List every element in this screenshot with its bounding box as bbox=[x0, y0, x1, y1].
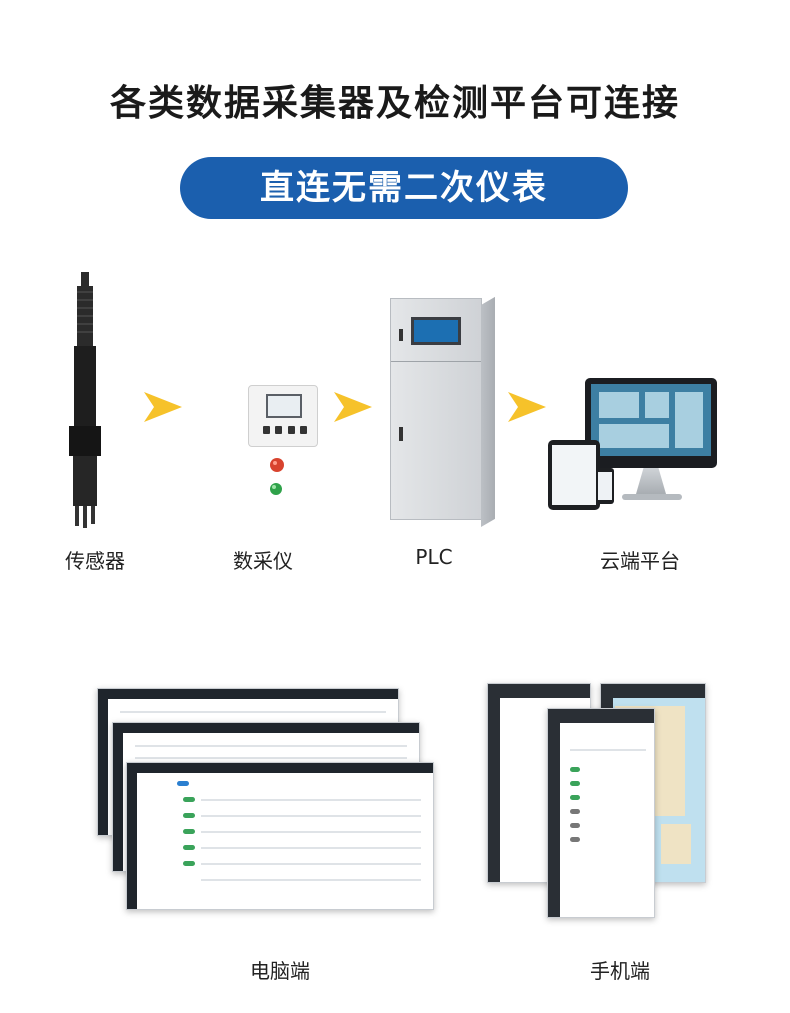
flow-label-cloud: 云端平台 bbox=[600, 549, 680, 573]
flow-arrow-icon bbox=[334, 392, 372, 422]
sensor-probe-image bbox=[69, 272, 101, 528]
red-indicator-light-icon bbox=[270, 458, 284, 472]
flow-label-sensor: 传感器 bbox=[65, 549, 125, 573]
plc-cabinet-image bbox=[390, 296, 495, 527]
cloud-monitor-image bbox=[585, 378, 717, 468]
data-collector-device bbox=[248, 385, 318, 447]
client-label-mobile: 手机端 bbox=[590, 959, 650, 983]
monitor-base bbox=[622, 494, 682, 500]
flow-label-plc: PLC bbox=[415, 545, 453, 569]
page-headline: 各类数据采集器及检测平台可连接 bbox=[109, 83, 680, 124]
client-label-pc: 电脑端 bbox=[250, 959, 310, 983]
banner-pill: 直连无需二次仪表 bbox=[180, 157, 628, 219]
phone-image bbox=[596, 468, 614, 504]
flow-arrow-icon bbox=[508, 392, 546, 422]
pc-screenshot-front bbox=[126, 762, 434, 910]
flow-label-collector: 数采仪 bbox=[233, 549, 293, 573]
flow-arrow-icon bbox=[144, 392, 182, 422]
green-indicator-light-icon bbox=[270, 483, 282, 495]
tablet-image bbox=[548, 440, 600, 510]
monitor-stand bbox=[636, 468, 666, 494]
mobile-screenshot-front bbox=[547, 708, 655, 918]
